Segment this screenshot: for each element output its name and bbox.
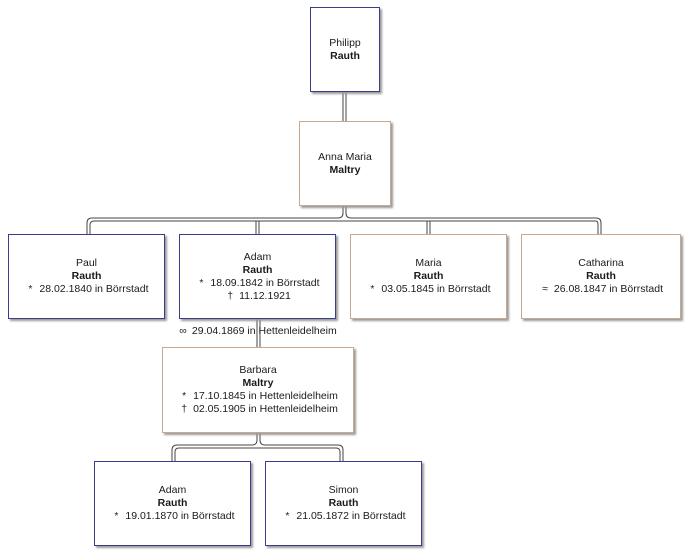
birth-symbol: * (285, 510, 290, 522)
given-name: Paul (75, 257, 97, 269)
baptism-event: ≈ 26.08.1847 in Börrstadt (539, 283, 663, 296)
birth-text: 28.02.1840 in Börrstadt (39, 283, 149, 295)
birth-symbol: * (182, 390, 187, 402)
death-event: † 11.12.1921 (224, 290, 291, 303)
person-box-barbara-maltry[interactable]: Barbara Maltry * 17.10.1845 in Hettenlei… (162, 347, 354, 433)
surname: Maltry (242, 377, 274, 389)
birth-symbol: * (370, 283, 375, 295)
birth-event: * 19.01.1870 in Börrstadt (110, 510, 234, 523)
surname: Maltry (329, 163, 361, 176)
birth-event: * 17.10.1845 in Hettenleidelheim (178, 390, 338, 403)
person-box-philipp-rauth[interactable]: Philipp Rauth (310, 7, 380, 92)
baptism-text: 26.08.1847 in Börrstadt (553, 283, 664, 295)
birth-symbol: * (28, 283, 33, 295)
given-name: Catharina (578, 257, 624, 269)
birth-text: 17.10.1845 in Hettenleidelheim (193, 390, 338, 402)
given-name: Maria (415, 257, 442, 269)
baptism-symbol: ≈ (542, 283, 548, 295)
birth-symbol: * (114, 510, 119, 522)
birth-event: * 03.05.1845 in Börrstadt (366, 283, 490, 296)
person-box-paul-rauth[interactable]: Paul Rauth * 28.02.1840 in Börrstadt (8, 234, 165, 319)
given-name: Barbara (239, 364, 277, 376)
birth-event: * 21.05.1872 in Börrstadt (281, 510, 405, 523)
birth-symbol: * (199, 276, 204, 289)
given-name: Simon (328, 484, 359, 496)
birth-text: 19.01.1870 in Börrstadt (125, 510, 235, 522)
surname: Rauth (242, 263, 273, 276)
birth-event: * 18.09.1842 in Börrstadt (195, 277, 319, 290)
person-box-maria-rauth[interactable]: Maria Rauth * 03.05.1845 in Börrstadt (350, 234, 507, 319)
surname: Rauth (157, 497, 188, 509)
surname: Rauth (330, 49, 360, 62)
given-name: Adam (243, 250, 272, 263)
given-name: Philipp (329, 36, 361, 49)
birth-event: * 28.02.1840 in Börrstadt (24, 283, 148, 296)
person-box-adam-rauth-1842[interactable]: Adam Rauth * 18.09.1842 in Börrstadt † 1… (179, 234, 336, 319)
birth-text: 21.05.1872 in Börrstadt (296, 510, 406, 522)
person-box-catharina-rauth[interactable]: Catharina Rauth ≈ 26.08.1847 in Börrstad… (521, 234, 681, 319)
surname: Rauth (71, 270, 102, 282)
marriage-text: 29.04.1869 in Hettenleidelheim (191, 325, 337, 337)
death-event: † 02.05.1905 in Hettenleidelheim (178, 403, 338, 416)
death-text: 02.05.1905 in Hettenleidelheim (193, 403, 338, 415)
death-symbol: † (227, 289, 234, 302)
person-box-adam-rauth-1870[interactable]: Adam Rauth * 19.01.1870 in Börrstadt (94, 461, 251, 546)
given-name: Anna Maria (318, 150, 372, 163)
marriage-label: ∞ 29.04.1869 in Hettenleidelheim (177, 325, 337, 338)
surname: Rauth (586, 270, 616, 282)
given-name: Adam (158, 484, 187, 496)
marriage-symbol: ∞ (179, 325, 187, 337)
surname: Rauth (413, 270, 444, 282)
surname: Rauth (328, 497, 359, 509)
death-symbol: † (181, 403, 188, 415)
birth-text: 03.05.1845 in Börrstadt (381, 283, 491, 295)
birth-text: 18.09.1842 in Börrstadt (210, 276, 320, 289)
person-box-anna-maria-maltry[interactable]: Anna Maria Maltry (299, 121, 391, 206)
death-text: 11.12.1921 (239, 289, 291, 302)
person-box-simon-rauth[interactable]: Simon Rauth * 21.05.1872 in Börrstadt (265, 461, 422, 546)
